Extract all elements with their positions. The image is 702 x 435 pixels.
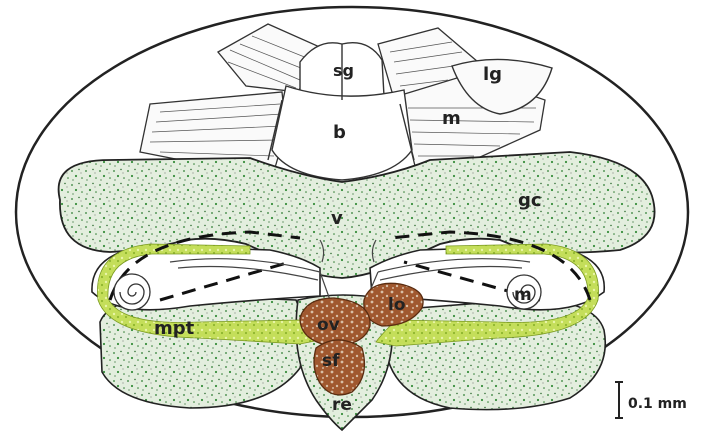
label-sg: sg: [333, 61, 354, 80]
label-b: b: [333, 122, 346, 143]
label-m-lower: m: [514, 285, 532, 305]
label-lo: lo: [388, 295, 406, 315]
scale-bar: [615, 382, 623, 418]
label-mpt: mpt: [154, 318, 195, 339]
label-gc: gc: [518, 190, 542, 211]
label-ov: ov: [317, 315, 340, 335]
scale-bar-label: 0.1 mm: [628, 396, 687, 412]
label-sf: sf: [322, 351, 340, 371]
label-lg: lg: [483, 64, 502, 85]
label-v: v: [331, 208, 343, 229]
spiral-left: [114, 274, 150, 310]
label-re: re: [332, 395, 352, 415]
label-m-upper: m: [442, 108, 461, 129]
lower-left-lobe: [100, 296, 304, 408]
